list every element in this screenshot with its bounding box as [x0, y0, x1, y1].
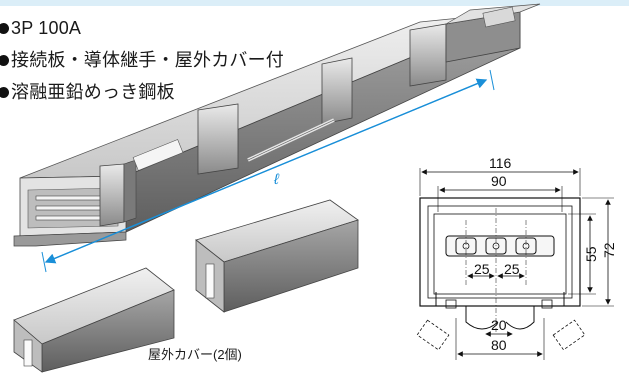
feature-text: 3P 100A [11, 18, 82, 38]
feature-list: 3P 100A 接続板・導体継手・屋外カバー付 溶融亜鉛めっき鋼板 [0, 12, 284, 108]
dim-total-height: 72 [601, 242, 617, 258]
nameplate [132, 139, 184, 171]
outdoor-cover-left [13, 267, 175, 373]
dim-bottom-width: 80 [491, 337, 507, 353]
top-band [0, 0, 629, 6]
bullet-icon [0, 87, 9, 98]
cross-section-drawing: 116 90 72 55 25 25 20 80 [416, 155, 617, 360]
feature-item: 溶融亜鉛めっき鋼板 [0, 76, 284, 108]
feature-text: 接続板・導体継手・屋外カバー付 [11, 50, 284, 70]
length-symbol: ℓ [273, 171, 280, 188]
busway-duct [13, 3, 541, 247]
joint-collar [197, 103, 239, 175]
joint-collar [409, 23, 447, 87]
joint-collar [99, 159, 137, 227]
end-box [445, 3, 541, 63]
dim-pitch-left: 25 [474, 261, 490, 277]
dim-outer-width: 116 [489, 155, 512, 171]
dim-inner-height: 55 [583, 246, 599, 262]
feature-item: 接続板・導体継手・屋外カバー付 [0, 44, 284, 76]
feature-item: 3P 100A [0, 12, 284, 44]
dim-slot-width: 20 [491, 317, 507, 333]
dim-pitch-right: 25 [504, 261, 520, 277]
dim-inner-width: 90 [491, 173, 507, 189]
outdoor-cover-right [195, 199, 359, 313]
bullet-icon [0, 55, 9, 66]
feature-text: 溶融亜鉛めっき鋼板 [11, 82, 175, 102]
bullet-icon [0, 23, 9, 34]
cover-caption: 屋外カバー(2個) [148, 347, 242, 362]
joint-collar [321, 57, 353, 125]
